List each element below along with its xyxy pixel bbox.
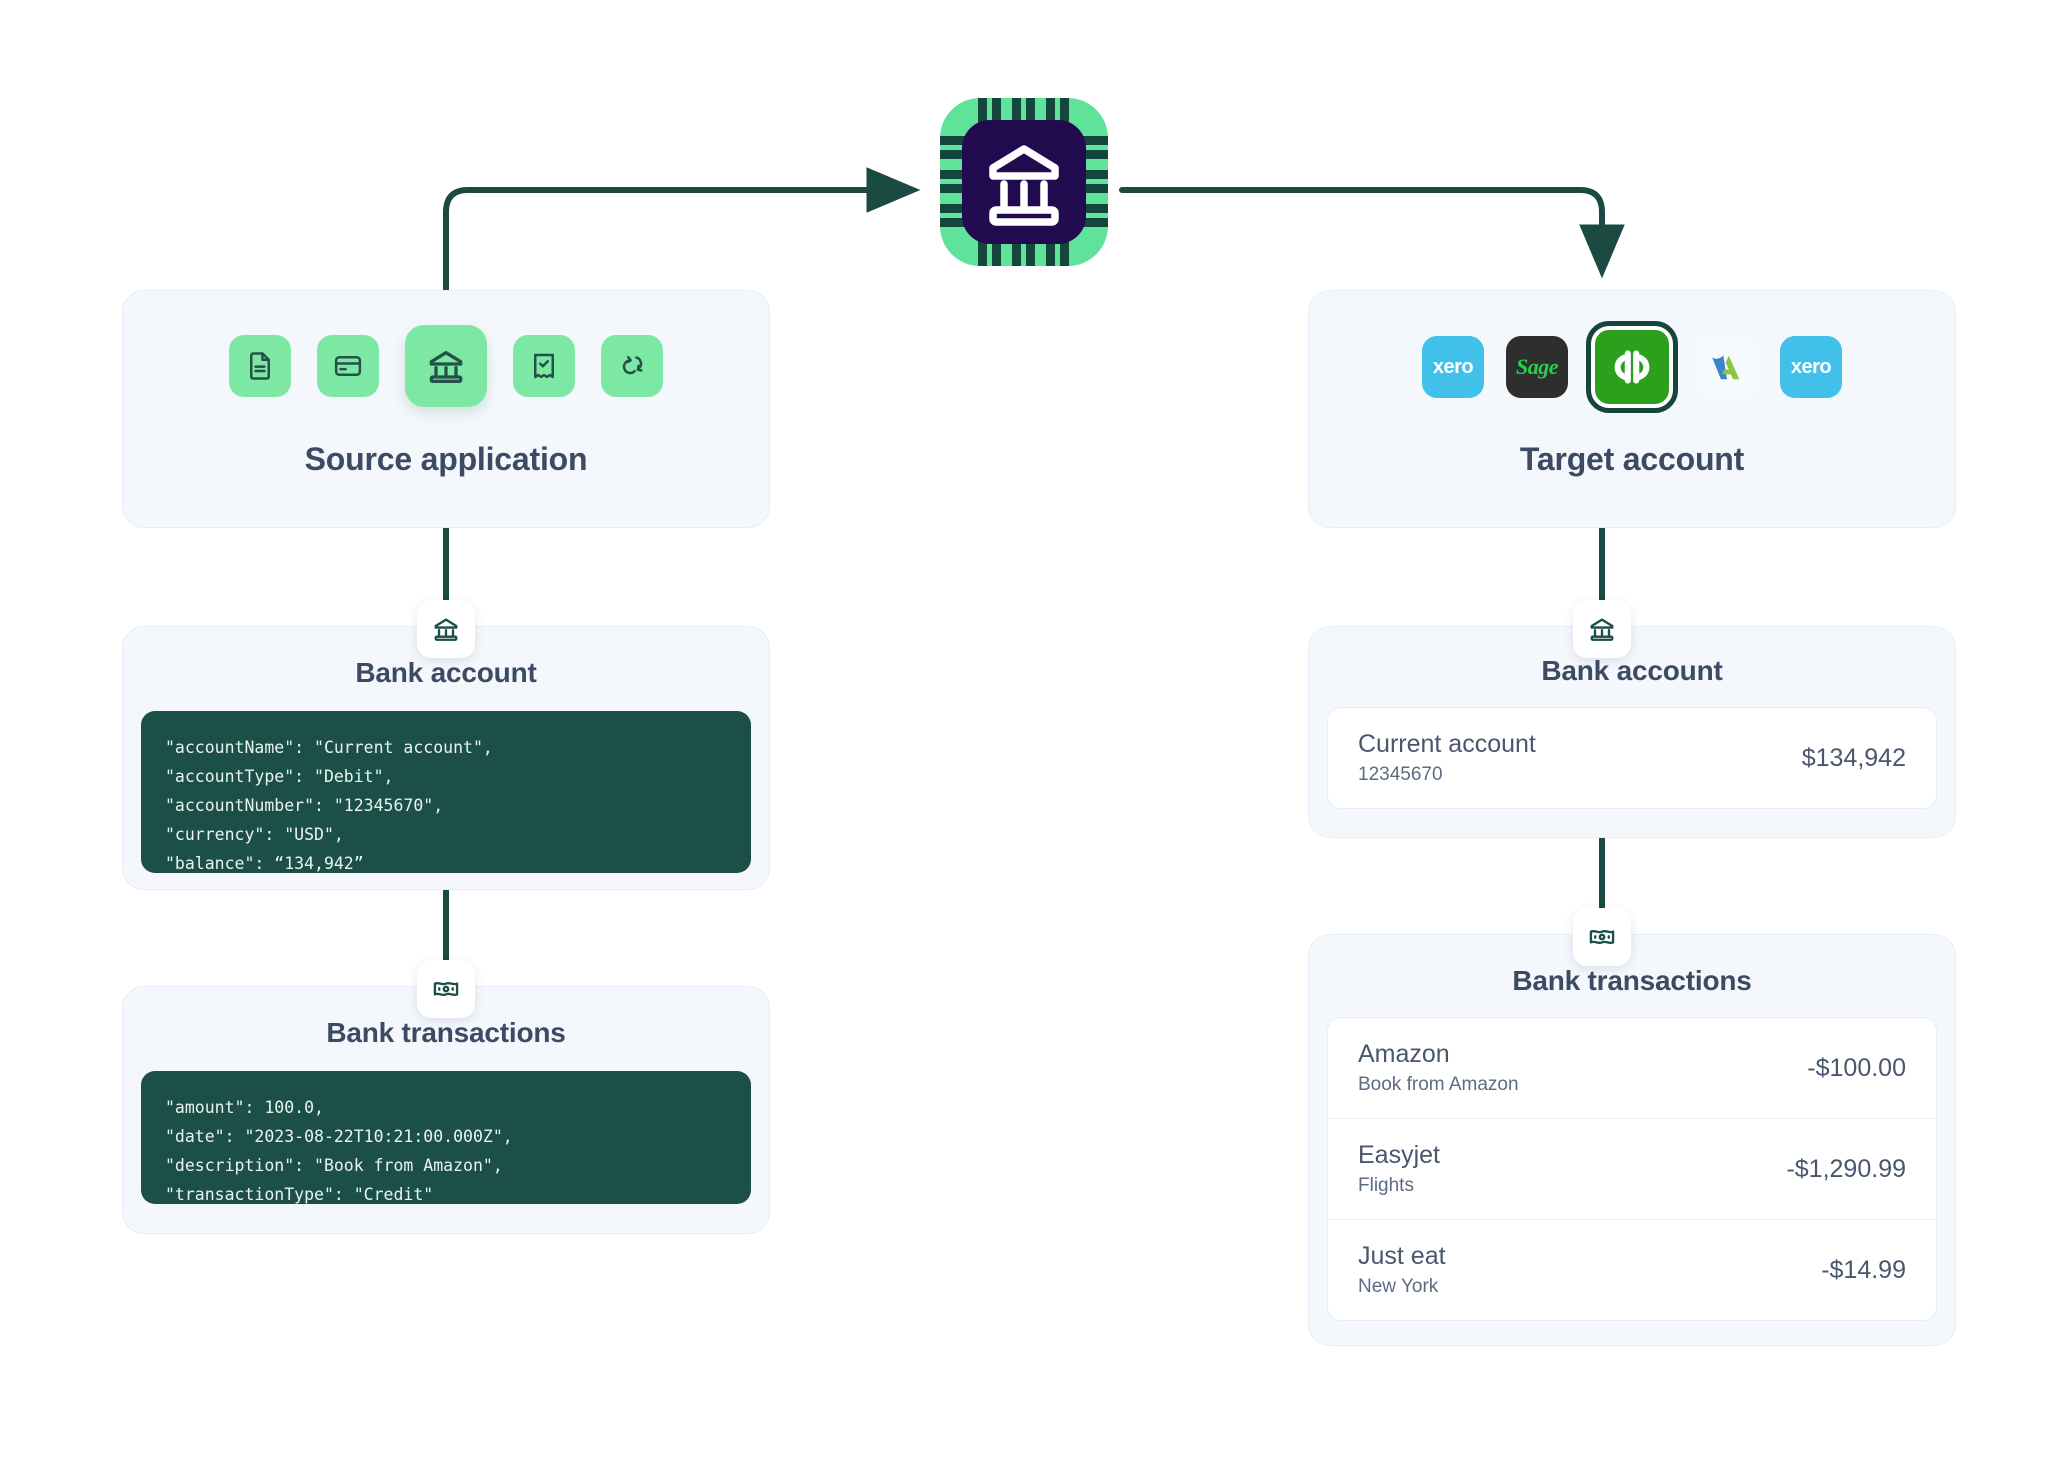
transaction-description: New York <box>1358 1276 1439 1297</box>
bank-account-badge-right <box>1573 600 1631 658</box>
sync-refresh-icon[interactable] <box>601 335 663 397</box>
arrow-chip-to-target <box>1119 187 1625 279</box>
target-panel-title: Target account <box>1519 441 1745 477</box>
bank-account-row[interactable]: Current account 12345670 $134,942 <box>1328 708 1936 808</box>
target-transactions-card: Amazon Book from Amazon -$100.00 Easyjet… <box>1327 1017 1937 1321</box>
xero-logo-label: xero <box>1790 355 1832 378</box>
transaction-amount: -$100.00 <box>1807 1053 1906 1082</box>
sage-logo[interactable]: Sage <box>1506 336 1568 398</box>
bank-transactions-badge-right <box>1573 908 1631 966</box>
account-number: 12345670 <box>1358 764 1443 785</box>
freeagent-glyph <box>1712 355 1740 380</box>
xero-logo-label: xero <box>1432 355 1474 378</box>
transaction-row[interactable]: Just eat New York -$14.99 <box>1328 1219 1936 1320</box>
transaction-amount: -$1,290.99 <box>1786 1154 1906 1183</box>
transaction-description: Flights <box>1358 1175 1414 1196</box>
source-bank-transactions-panel: Bank transactions "amount": 100.0, "date… <box>122 986 770 1234</box>
xero-logo[interactable]: xero <box>1780 336 1842 398</box>
freeagent-logo[interactable] <box>1696 336 1758 398</box>
bank-icon[interactable] <box>405 325 487 407</box>
target-bank-transactions-panel: Bank transactions Amazon Book from Amazo… <box>1308 934 1956 1346</box>
target-bank-account-panel: Bank account Current account 12345670 $1… <box>1308 626 1956 838</box>
target-brand-row: xero Sage <box>1309 321 1955 413</box>
target-bank-account-card[interactable]: Current account 12345670 $134,942 <box>1327 707 1937 809</box>
quickbooks-logo[interactable] <box>1586 321 1678 413</box>
transaction-name: Easyjet <box>1358 1141 1440 1169</box>
quickbooks-glyph <box>1614 350 1650 384</box>
transaction-amount: -$14.99 <box>1821 1255 1906 1284</box>
transaction-description: Book from Amazon <box>1358 1074 1519 1095</box>
source-bank-account-panel: Bank account "accountName": "Current acc… <box>122 626 770 890</box>
transaction-name: Just eat <box>1358 1242 1446 1270</box>
source-bank-account-code: "accountName": "Current account", "accou… <box>141 711 751 873</box>
source-icon-row <box>123 325 769 407</box>
source-bank-transactions-code: "amount": 100.0, "date": "2023-08-22T10:… <box>141 1071 751 1204</box>
source-panel-title: Source application <box>304 441 588 477</box>
target-bank-transactions-title: Bank transactions <box>1512 965 1752 996</box>
source-bank-transactions-title: Bank transactions <box>326 1017 566 1048</box>
transaction-row[interactable]: Amazon Book from Amazon -$100.00 <box>1328 1018 1936 1118</box>
receipt-check-icon[interactable] <box>513 335 575 397</box>
document-icon[interactable] <box>229 335 291 397</box>
transaction-name: Amazon <box>1358 1040 1450 1068</box>
source-application-panel: Source application <box>122 290 770 528</box>
sage-logo-label: Sage <box>1516 354 1559 379</box>
bank-transactions-badge-left <box>417 960 475 1018</box>
arrow-source-to-chip <box>443 167 921 293</box>
transaction-row[interactable]: Easyjet Flights -$1,290.99 <box>1328 1118 1936 1219</box>
target-account-panel: xero Sage <box>1308 290 1956 528</box>
credit-card-icon[interactable] <box>317 335 379 397</box>
xero-logo[interactable]: xero <box>1422 336 1484 398</box>
bank-account-badge-left <box>417 600 475 658</box>
target-bank-account-title: Bank account <box>1541 655 1723 686</box>
account-balance: $134,942 <box>1801 743 1906 772</box>
source-bank-account-title: Bank account <box>355 657 537 688</box>
account-name: Current account <box>1358 730 1536 758</box>
bank-chip-icon <box>934 92 1114 272</box>
